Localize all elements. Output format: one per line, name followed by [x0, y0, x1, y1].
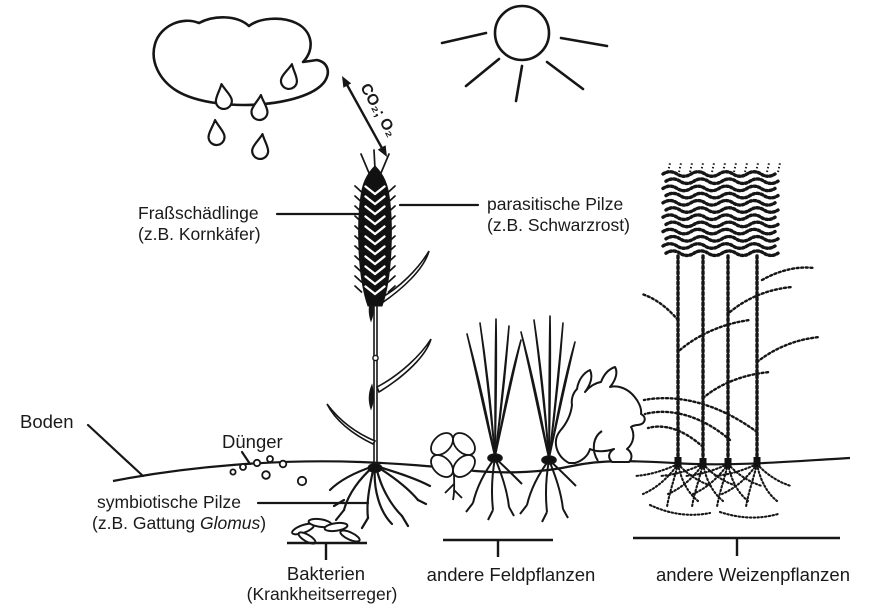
bracket-bacteria — [287, 541, 367, 560]
raindrop-icon — [249, 93, 271, 122]
wheat-ear — [358, 165, 392, 307]
other-field-plants-label: andere Feldpflanzen — [427, 564, 596, 585]
fertilizer-leader-line — [240, 450, 252, 466]
group-brackets — [287, 536, 840, 560]
grass-tuft — [519, 315, 577, 523]
parasitic-fungi-label-line2: (z.B. Schwarzrost) — [487, 215, 630, 235]
pest-label-line2: (z.B. Kornkäfer) — [138, 224, 261, 244]
dotted-wheat-leaves — [640, 266, 822, 449]
sun-icon — [440, 4, 609, 103]
raindrop-icon — [250, 131, 272, 162]
dotted-wheat-roots — [633, 462, 793, 519]
bacteria-label-line1: Bakterien — [287, 563, 365, 584]
dotted-wheat-bases — [674, 457, 761, 468]
leaf-sheath — [368, 383, 374, 411]
other-wheat-plants-label: andere Weizenpflanzen — [656, 564, 850, 585]
dotted-wheat-ears-texture — [661, 162, 781, 258]
parasitic-fungi-label-line1: parasitische Pilze — [487, 194, 623, 214]
arrowhead-up — [342, 76, 352, 88]
raindrop-icon — [205, 118, 227, 147]
wheat-leaf — [375, 338, 432, 394]
gas-arrow-label: CO₂; O₂ — [357, 81, 400, 141]
rain-cloud-icon — [152, 16, 330, 162]
root-crown — [367, 463, 383, 473]
bacteria-label-line2: (Krankheitserreger) — [247, 584, 398, 604]
leader-lines — [86, 203, 480, 505]
soil-label: Boden — [20, 411, 74, 432]
dotted-wheat-stems — [676, 254, 759, 464]
arrowhead-down — [377, 145, 387, 157]
symbiotic-fungi-label-line1: symbiotische Pilze — [97, 492, 241, 512]
wheat-roots — [328, 464, 432, 530]
fertilizer-label: Dünger — [222, 431, 283, 452]
grass-tuft — [465, 318, 523, 521]
gas-exchange-arrow: CO₂; O₂ — [342, 76, 400, 157]
cloud-outline — [152, 16, 330, 107]
flower-icon — [430, 432, 476, 501]
symbiotic-fungi-label-line2: (z.B. Gattung Glomus) — [92, 513, 266, 533]
dotted-wheat-plants — [633, 162, 822, 519]
bacteria-icon — [291, 517, 361, 545]
soil-leader-line — [86, 423, 145, 478]
raindrop-icon — [278, 61, 301, 92]
wheat-ear-spikelets — [354, 185, 396, 296]
bracket-field-plants — [443, 538, 553, 557]
rabbit-icon — [554, 366, 646, 464]
pest-label-line1: Fraßschädlinge — [138, 203, 259, 223]
raindrop-icon — [212, 81, 234, 112]
wheat-awns — [360, 149, 390, 174]
bracket-wheat-plants — [633, 536, 840, 556]
fertilizer-granules — [229, 455, 308, 487]
wheat-plant — [326, 149, 432, 530]
wheat-leaf — [326, 403, 377, 446]
stem-node — [372, 354, 379, 362]
